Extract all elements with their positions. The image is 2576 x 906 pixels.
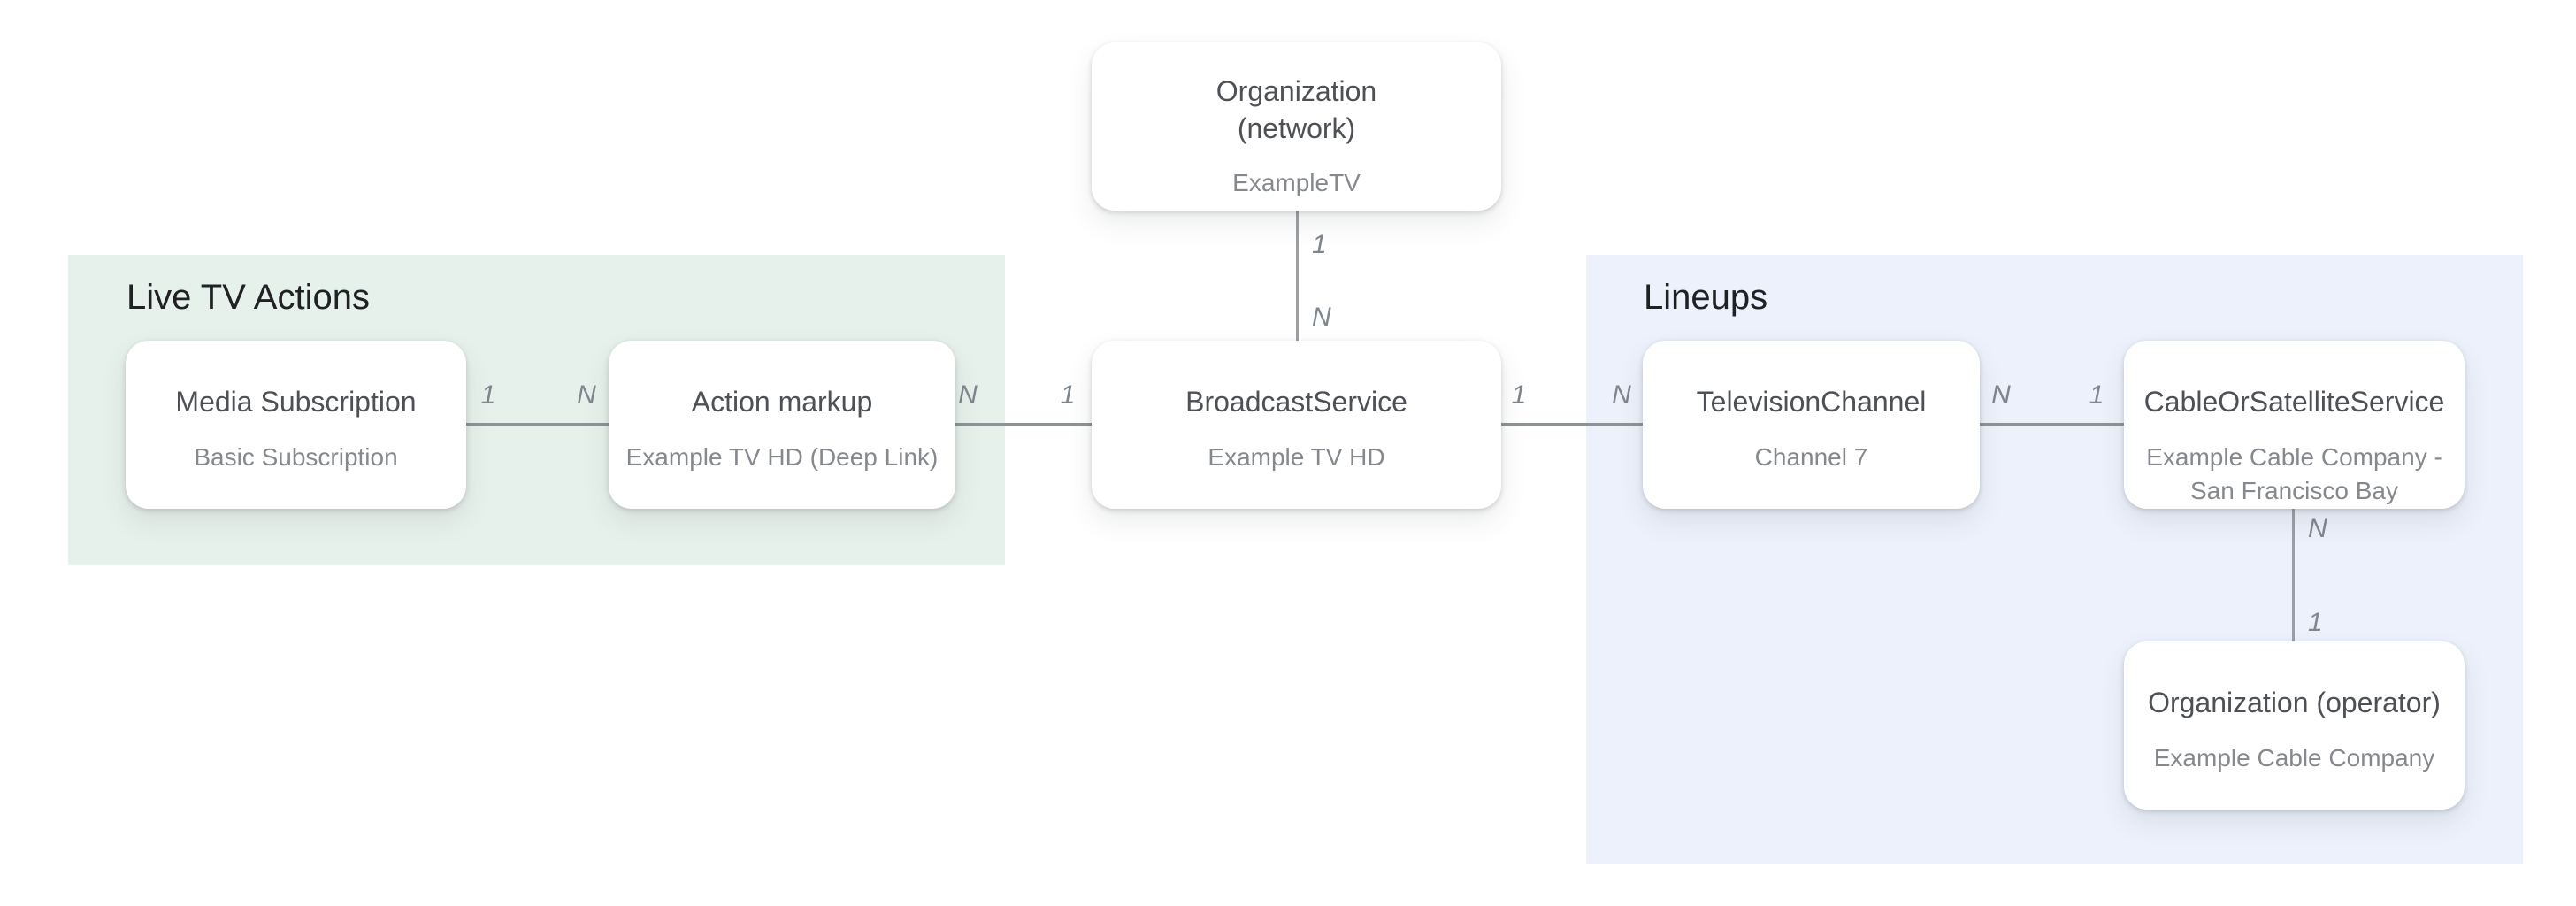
node-subtitle: Example TV HD [1208, 441, 1384, 474]
cardinality-label: N [958, 380, 978, 410]
node-title: Media Subscription [175, 382, 416, 421]
cardinality-label: 1 [1060, 380, 1076, 410]
node-subtitle: Example Cable Company [2154, 741, 2435, 775]
node-subtitle-line: Example TV HD [1208, 443, 1385, 471]
connector-broadcast-to-channel [1501, 423, 1643, 426]
node-action-markup: Action markup Example TV HD (Deep Link) [609, 341, 955, 509]
node-title-line: BroadcastService [1185, 386, 1407, 418]
node-television-channel: TelevisionChannel Channel 7 [1643, 341, 1980, 509]
cardinality-label: 1 [480, 380, 496, 410]
node-subtitle-line: Example TV HD (Deep Link) [625, 443, 939, 471]
node-subtitle-line: San Francisco Bay [2190, 477, 2398, 504]
node-subtitle-line: ExampleTV [1232, 169, 1361, 196]
node-subtitle: Example TV HD (Deep Link) [626, 441, 939, 474]
lineups-region-title: Lineups [1644, 278, 1768, 317]
node-organization-network: Organization (network) ExampleTV [1092, 42, 1501, 211]
node-title-line: (network) [1237, 112, 1356, 144]
cardinality-label: 1 [1312, 230, 1327, 259]
node-title: Organization (network) [1216, 73, 1376, 147]
node-subtitle-line: Basic Subscription [194, 443, 398, 471]
cardinality-label: N [1991, 380, 2011, 410]
node-title-line: Organization [1215, 75, 1377, 107]
node-title-line: Action markup [691, 386, 873, 418]
node-cable-or-satellite-service: CableOrSatelliteService Example Cable Co… [2124, 341, 2465, 509]
node-subtitle-line: Channel 7 [1754, 443, 1868, 471]
cardinality-label: N [1312, 303, 1331, 332]
node-subtitle: Example Cable Company - San Francisco Ba… [2146, 441, 2442, 508]
node-title-line: Media Subscription [175, 386, 417, 418]
cardinality-label: N [577, 380, 596, 410]
node-title: Action markup [692, 382, 873, 421]
cardinality-label: 1 [2089, 380, 2104, 410]
node-media-subscription: Media Subscription Basic Subscription [126, 341, 466, 509]
node-title-line: CableOrSatelliteService [2143, 386, 2445, 418]
node-subtitle: Basic Subscription [194, 441, 397, 474]
node-title: CableOrSatelliteService [2144, 382, 2445, 421]
node-subtitle: Channel 7 [1755, 441, 1868, 474]
node-title-line: TelevisionChannel [1696, 386, 1927, 418]
node-title: Organization (operator) [2148, 683, 2441, 722]
node-title: BroadcastService [1185, 382, 1407, 421]
cardinality-label: 1 [2308, 608, 2323, 637]
connector-media-to-action [466, 423, 609, 426]
cardinality-label: N [1612, 380, 1631, 410]
node-subtitle: ExampleTV [1232, 166, 1361, 200]
node-title: TelevisionChannel [1697, 382, 1927, 421]
cardinality-label: 1 [1511, 380, 1527, 410]
connector-channel-to-cable [1980, 423, 2124, 426]
cardinality-label: N [2308, 514, 2327, 543]
node-subtitle-line: Example Cable Company - [2146, 443, 2442, 471]
connector-action-to-broadcast [955, 423, 1092, 426]
live-tv-actions-region-title: Live TV Actions [126, 278, 370, 317]
node-title-line: Organization (operator) [2148, 687, 2441, 718]
node-organization-operator: Organization (operator) Example Cable Co… [2124, 641, 2465, 810]
node-broadcast-service: BroadcastService Example TV HD [1092, 341, 1501, 509]
connector-network-to-broadcast [1296, 211, 1299, 341]
connector-cable-to-operator [2292, 509, 2295, 641]
node-subtitle-line: Example Cable Company [2153, 744, 2435, 772]
